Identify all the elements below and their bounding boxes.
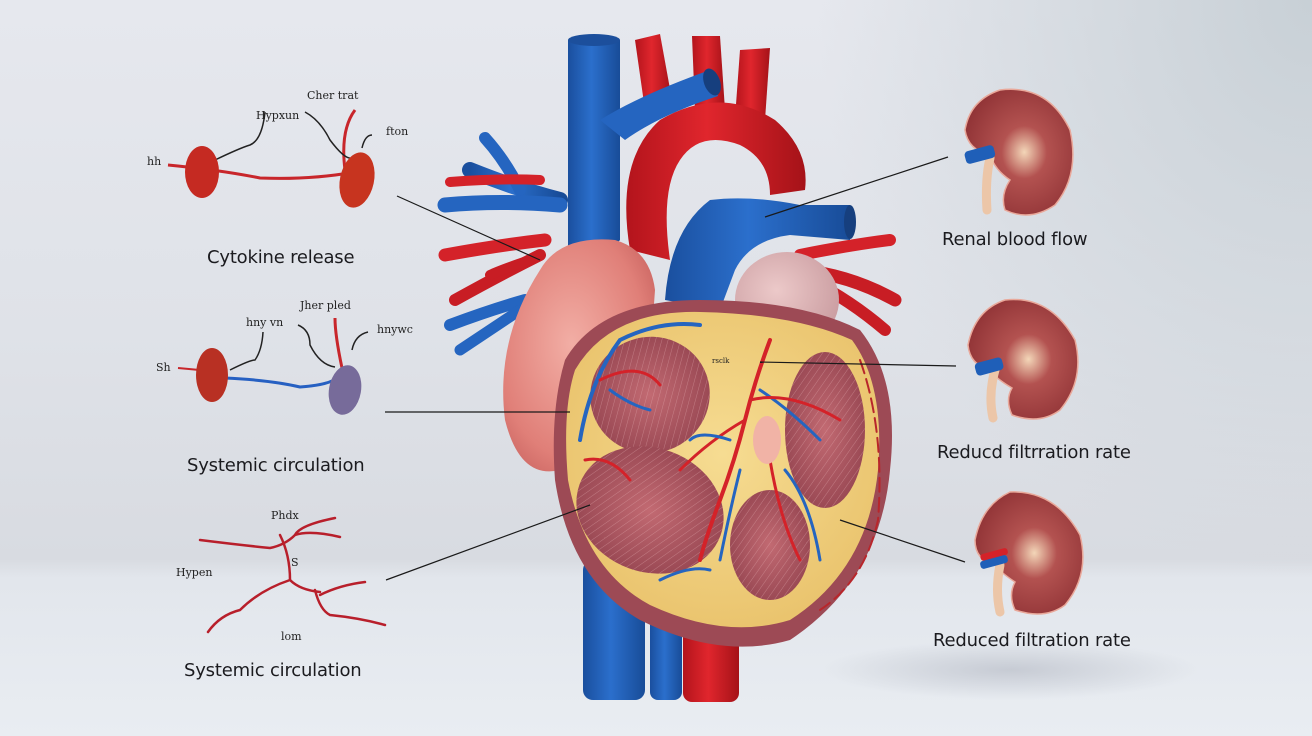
minor-label: S xyxy=(291,556,299,569)
pulmonary-trunk xyxy=(665,198,850,310)
minor-label: Hypxun xyxy=(256,109,300,122)
cell-illustration-1 xyxy=(167,109,375,208)
backdrop-shade xyxy=(812,0,1312,580)
kidney-2 xyxy=(967,298,1079,423)
cell-illustration-2 xyxy=(177,317,369,415)
minor-label: hnywc xyxy=(377,323,413,336)
center-label: rsclk xyxy=(712,357,730,365)
aortic-arch xyxy=(626,102,806,260)
vessel-network xyxy=(198,516,387,634)
minor-label: Hypen xyxy=(176,566,213,579)
kidney-1 xyxy=(964,88,1074,216)
superior-vena-cava xyxy=(568,40,620,249)
valve-node xyxy=(753,416,781,464)
minor-label: lom xyxy=(281,630,302,643)
minor-label: Cher trat xyxy=(307,89,359,102)
caption-reduced-filtration-rate-1: Reducd filtrration rate xyxy=(937,442,1131,463)
caption-systemic-circulation-2: Systemic circulation xyxy=(184,660,362,681)
minor-label: Phdx xyxy=(271,509,299,522)
leader-lines xyxy=(385,156,966,581)
minor-label: fton xyxy=(386,125,409,138)
caption-renal-blood-flow: Renal blood flow xyxy=(942,229,1088,250)
floor-shadow xyxy=(820,640,1200,700)
kidney-3 xyxy=(974,491,1084,617)
minor-label: Sh xyxy=(156,361,171,374)
caption-cytokine-release: Cytokine release xyxy=(207,247,355,268)
caption-reduced-filtration-rate-2: Reduced filtration rate xyxy=(933,630,1131,651)
pulmonary-branches-left xyxy=(437,132,568,356)
caption-systemic-circulation-1: Systemic circulation xyxy=(187,455,365,476)
minor-label: hh xyxy=(147,155,162,168)
minor-label: Jher pled xyxy=(300,299,351,312)
coronary-vessels xyxy=(578,322,881,611)
minor-label: hny vn xyxy=(246,316,284,329)
